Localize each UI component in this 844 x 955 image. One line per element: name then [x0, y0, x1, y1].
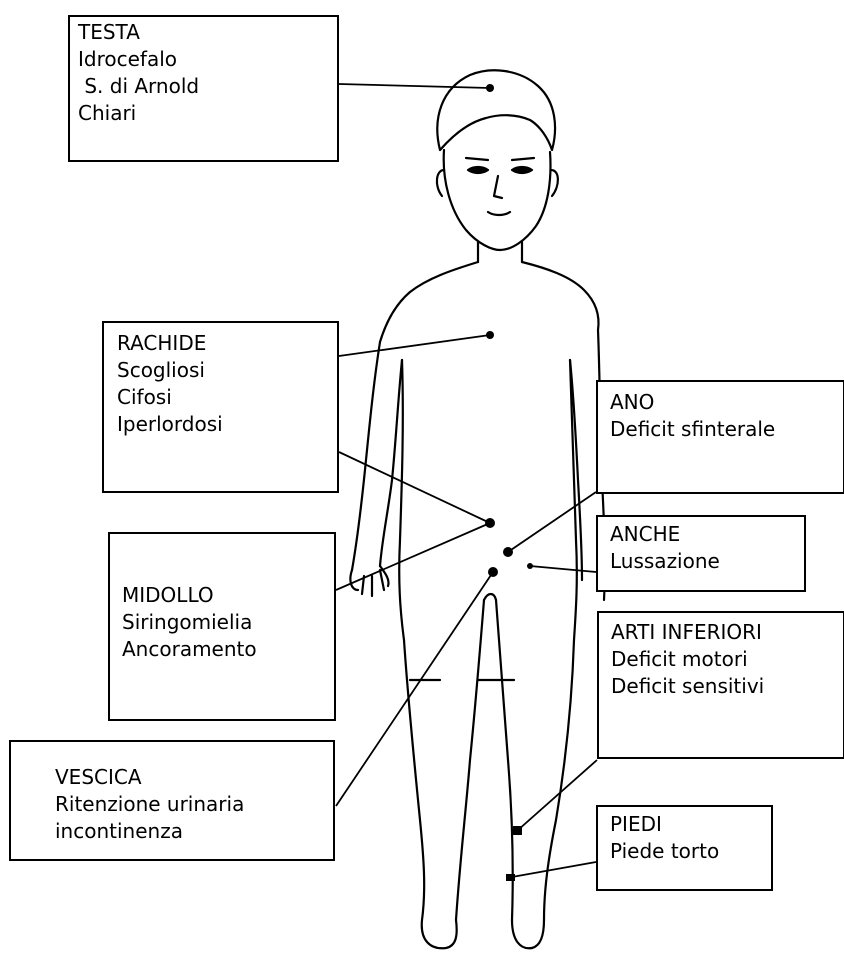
anche-title: ANCHE: [610, 521, 792, 548]
torso-left-side: [399, 360, 404, 640]
eyebrow-right: [512, 158, 534, 160]
testa-line-3: Chiari: [78, 100, 329, 127]
ano-title: ANO: [610, 389, 831, 416]
child-body-outline: [350, 70, 604, 948]
arti-title: ARTI INFERIORI: [611, 619, 831, 646]
piedi-line-1: Piede torto: [610, 838, 759, 865]
leg-left-inner: [456, 600, 484, 920]
leader-testa: [339, 84, 490, 88]
rachide-title: RACHIDE: [117, 330, 324, 357]
arm-left-outer: [352, 342, 380, 570]
label-box-rachide: RACHIDE Scogliosi Cifosi Iperlordosi: [102, 321, 339, 493]
piedi-title: PIEDI: [610, 811, 759, 838]
label-box-vescica: VESCICA Ritenzione urinaria incontinenza: [9, 740, 335, 861]
vescica-line-1: Ritenzione urinaria: [55, 791, 289, 818]
testa-line-2: S. di Arnold: [78, 73, 329, 100]
vescica-title: VESCICA: [55, 764, 289, 791]
anche-line-1: Lussazione: [610, 548, 792, 575]
face-outline: [444, 150, 551, 250]
leader-rachide: [339, 335, 490, 356]
vescica-line-2: incontinenza: [55, 818, 289, 845]
nose: [494, 176, 502, 198]
testa-line-1: Idrocefalo: [78, 46, 329, 73]
leader-anche: [530, 566, 596, 572]
leader-piedi: [512, 862, 596, 877]
leader-midollo: [336, 523, 490, 590]
leader-ano: [508, 492, 596, 552]
testa-title: TESTA: [78, 19, 329, 46]
label-box-ano: ANO Deficit sfinterale: [596, 380, 844, 494]
leader-rachide-2: [339, 452, 490, 523]
shoulder-left: [380, 262, 478, 342]
ear-left: [437, 170, 444, 196]
label-box-arti-inferiori: ARTI INFERIORI Deficit motori Deficit se…: [597, 611, 844, 759]
rachide-line-1: Scogliosi: [117, 357, 324, 384]
ear-right: [551, 170, 558, 196]
eyebrow-left: [466, 158, 488, 160]
label-box-midollo: MIDOLLO Siringomielia Ancoramento: [108, 532, 336, 721]
eye-left: [468, 167, 488, 173]
leader-arti: [518, 760, 597, 830]
midollo-line-1: Siringomielia: [122, 609, 322, 636]
mouth: [488, 212, 510, 215]
arti-line-2: Deficit sensitivi: [611, 673, 831, 700]
label-box-piedi: PIEDI Piede torto: [596, 805, 773, 891]
label-box-testa: TESTA Idrocefalo S. di Arnold Chiari: [68, 15, 339, 162]
label-box-anche: ANCHE Lussazione: [596, 515, 806, 592]
hair-outline: [437, 70, 555, 150]
arm-left-inner: [380, 360, 402, 566]
arti-line-1: Deficit motori: [611, 646, 831, 673]
shoulder-right: [522, 262, 598, 330]
rachide-line-3: Iperlordosi: [117, 411, 324, 438]
leg-right-outer: [532, 640, 574, 948]
leader-lines: [336, 84, 597, 877]
crotch: [484, 594, 496, 600]
leg-right-inner: [496, 600, 532, 948]
midollo-line-2: Ancoramento: [122, 636, 322, 663]
eye-right: [512, 167, 532, 173]
midollo-title: MIDOLLO: [122, 582, 322, 609]
ano-line-1: Deficit sfinterale: [610, 416, 831, 443]
leg-left-outer: [404, 640, 457, 948]
rachide-line-2: Cifosi: [117, 384, 324, 411]
